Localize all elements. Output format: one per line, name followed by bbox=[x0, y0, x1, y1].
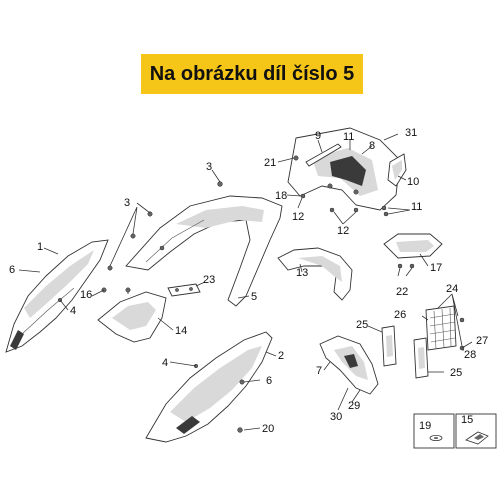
part-14-inner-bracket bbox=[97, 291, 167, 343]
callout-10: 10 bbox=[407, 176, 419, 188]
callout-7: 7 bbox=[316, 365, 322, 377]
part-23-plate bbox=[167, 283, 201, 297]
banner-text: Na obrázku díl číslo 5 bbox=[149, 62, 355, 85]
callout-5: 5 bbox=[251, 291, 257, 303]
part-17-bracket bbox=[383, 233, 443, 259]
callout-12-mid: 12 bbox=[337, 225, 349, 237]
part-31-rear-bracket bbox=[287, 127, 401, 211]
callout-30: 30 bbox=[330, 411, 342, 423]
callout-26: 26 bbox=[394, 309, 406, 321]
callout-29: 29 bbox=[348, 400, 360, 412]
callout-31: 31 bbox=[405, 127, 417, 139]
callout-19: 19 bbox=[419, 420, 431, 432]
callout-23: 23 bbox=[203, 274, 215, 286]
inset-box-19 bbox=[413, 413, 455, 449]
callout-16: 16 bbox=[80, 289, 92, 301]
callout-11-top: 11 bbox=[343, 131, 354, 143]
inset-box-15 bbox=[455, 413, 497, 449]
callout-3-top: 3 bbox=[206, 161, 212, 173]
callout-15: 15 bbox=[461, 414, 473, 426]
part-25-lower-reflector bbox=[413, 337, 429, 379]
callout-24: 24 bbox=[446, 283, 458, 295]
callout-25-lower: 25 bbox=[450, 367, 462, 379]
callout-18: 18 bbox=[275, 190, 287, 202]
part-5-tail-cover bbox=[125, 195, 283, 307]
callout-11-right: 11 bbox=[411, 201, 422, 213]
leader-lines bbox=[18, 133, 473, 431]
callout-20: 20 bbox=[262, 423, 274, 435]
callout-25-upper: 25 bbox=[356, 319, 368, 331]
callout-28: 28 bbox=[464, 349, 476, 361]
part-25-upper-reflector bbox=[381, 325, 397, 367]
part-1-left-side-panel bbox=[5, 239, 109, 353]
callout-2: 2 bbox=[278, 350, 284, 362]
callout-13: 13 bbox=[296, 267, 308, 279]
callout-14: 14 bbox=[175, 325, 187, 337]
callout-1: 1 bbox=[37, 241, 43, 253]
callout-17: 17 bbox=[430, 262, 442, 274]
callout-3-left: 3 bbox=[124, 197, 130, 209]
part-2-right-side-panel bbox=[145, 331, 273, 443]
part-7-plate-bracket bbox=[319, 335, 379, 395]
callout-9: 9 bbox=[315, 130, 321, 142]
callout-6-right: 6 bbox=[266, 375, 272, 387]
callout-27: 27 bbox=[476, 335, 488, 347]
part-13-mudguard bbox=[277, 247, 353, 301]
callout-21: 21 bbox=[264, 157, 276, 169]
part-10-side-trim bbox=[387, 153, 407, 187]
part-9-rail-trim bbox=[305, 143, 342, 167]
callout-6-left: 6 bbox=[9, 264, 15, 276]
callout-12-left: 12 bbox=[292, 211, 304, 223]
callout-labels: 1 2 3 3 4 4 5 6 6 7 8 9 10 11 11 12 12 1… bbox=[9, 127, 488, 435]
part-number-banner: Na obrázku díl číslo 5 bbox=[141, 54, 363, 94]
callout-8: 8 bbox=[369, 140, 375, 152]
callout-4-lower: 4 bbox=[162, 357, 168, 369]
callout-4-left: 4 bbox=[70, 305, 76, 317]
part-26-plate-holder bbox=[425, 305, 457, 351]
callout-22: 22 bbox=[396, 286, 408, 298]
